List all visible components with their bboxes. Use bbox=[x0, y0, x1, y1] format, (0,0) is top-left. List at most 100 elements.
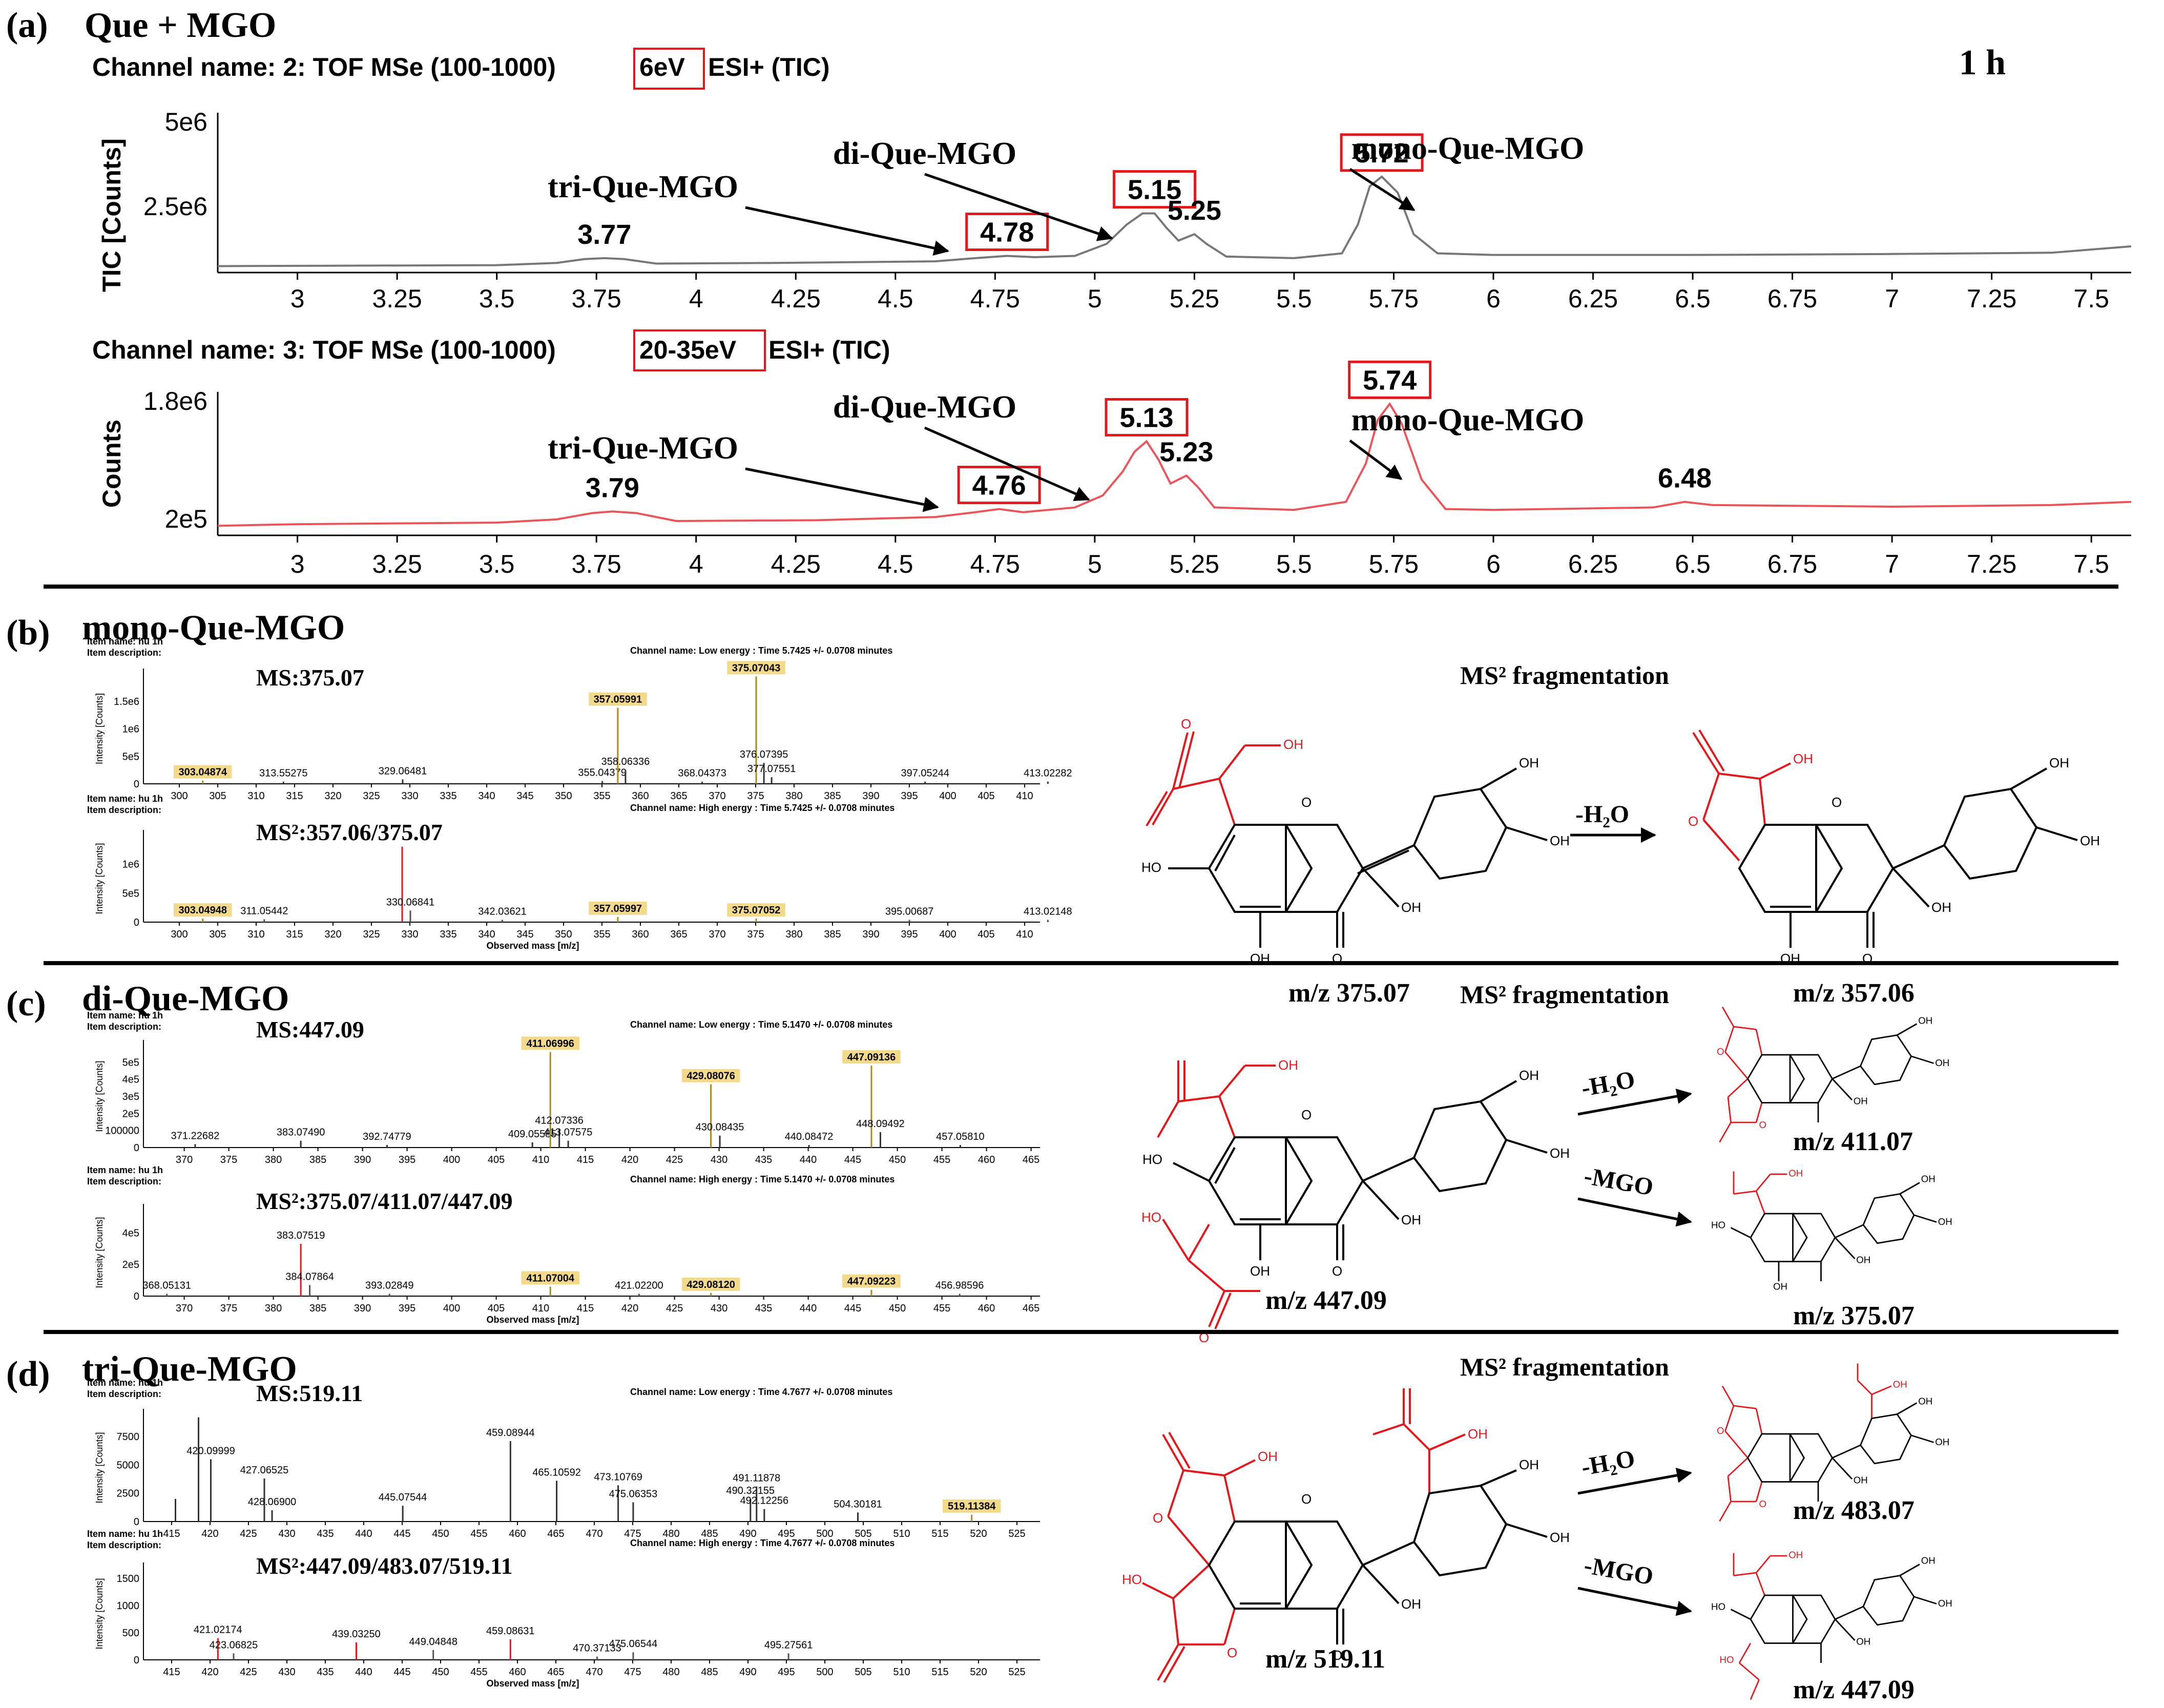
spectrum-xtick-label: 390 bbox=[354, 1303, 371, 1314]
spectrum-item-desc: Item description: bbox=[87, 1540, 161, 1550]
spectrum-xtick-label: 420 bbox=[621, 1303, 638, 1314]
spectrum-xtick-label: 440 bbox=[800, 1303, 817, 1314]
svg-text:OH: OH bbox=[2049, 755, 2069, 770]
svg-text:OH: OH bbox=[1938, 1216, 1952, 1227]
spectrum-ylabel: Intensity [Counts] bbox=[94, 1432, 105, 1503]
spectrum-ytick-label: 3e5 bbox=[122, 1091, 139, 1102]
spectrum-xtick-label: 485 bbox=[701, 1528, 718, 1539]
spectrum-xtick-label: 525 bbox=[1008, 1667, 1025, 1678]
spectrum-peak-label: 439.03250 bbox=[332, 1629, 381, 1640]
chrom1-annotation-arrow bbox=[924, 173, 1113, 241]
panel-c: (c) di-Que-MGO MS² fragmentation Item na… bbox=[6, 979, 1952, 1345]
svg-text:OH: OH bbox=[1856, 1636, 1870, 1647]
spectrum-peak-label: 303.04874 bbox=[178, 767, 227, 778]
spectrum-ytick-label: 2500 bbox=[117, 1488, 140, 1499]
spectrum-xtick-label: 395 bbox=[399, 1154, 415, 1165]
chrom2-xtick-label: 3.25 bbox=[372, 550, 422, 578]
chrom1-xtick-label: 7 bbox=[1885, 284, 1899, 313]
chrom2-ytick-1: 2e5 bbox=[165, 505, 207, 533]
spectrum-ytick-label: 5000 bbox=[117, 1460, 140, 1471]
svg-text:O: O bbox=[1688, 814, 1698, 829]
spectrum-peak-label: 449.04848 bbox=[409, 1636, 457, 1648]
chrom2-xtick-label: 6.25 bbox=[1568, 550, 1618, 578]
spectrum-xtick-label: 300 bbox=[171, 929, 188, 940]
spectrum-peak-label: 384.07864 bbox=[285, 1271, 334, 1282]
spectrum-xtick-label: 415 bbox=[163, 1667, 180, 1678]
spectrum-channel: Channel name: Low energy : Time 4.7677 +… bbox=[630, 1387, 892, 1397]
spectrum-item-name: Item name: hu 1h bbox=[87, 1378, 163, 1388]
chrom2-peak-box bbox=[957, 466, 1041, 505]
spectrum-peak-highlight bbox=[942, 1499, 1001, 1513]
spectrum-item-name: Item name: hu 1h bbox=[87, 636, 163, 647]
spectrum-xtick-label: 325 bbox=[363, 790, 380, 802]
chrom2-xtick-label: 4.25 bbox=[771, 550, 821, 578]
spectrum-xtick-label: 460 bbox=[509, 1667, 526, 1678]
spectrum-xtick-label: 380 bbox=[265, 1303, 282, 1314]
panel-d-letter: (d) bbox=[6, 1355, 50, 1394]
spectrum-peak-label: 447.09136 bbox=[847, 1052, 896, 1063]
spectrum-ylabel: Intensity [Counts] bbox=[94, 843, 105, 914]
spectrum-xtick-label: 515 bbox=[931, 1667, 948, 1678]
spectrum-peak-label: 448.09492 bbox=[856, 1118, 905, 1130]
spectrum-peak-label: 430.08435 bbox=[696, 1122, 744, 1133]
chrom1-xtick-label: 4.5 bbox=[878, 284, 913, 313]
spectrum-item-name: Item name: hu 1h bbox=[87, 1010, 163, 1020]
spectrum-xtick-label: 355 bbox=[593, 929, 610, 940]
spectrum-xtick-label: 415 bbox=[577, 1303, 594, 1314]
spectrum-xtick-label: 390 bbox=[862, 929, 879, 940]
spectrum-peak-label: 393.02849 bbox=[365, 1280, 414, 1291]
spectrum-xtick-label: 330 bbox=[401, 929, 418, 940]
chrom1-xtick-label: 5.5 bbox=[1276, 284, 1312, 313]
spectrum-title: MS:375.07 bbox=[256, 664, 364, 691]
svg-text:OH: OH bbox=[1854, 1474, 1868, 1485]
svg-text:OH: OH bbox=[1921, 1173, 1936, 1184]
structure-tri-product1: O O OH OH OH OH bbox=[1717, 1363, 1949, 1522]
mono-arrow-label: -H₂O bbox=[1575, 801, 1629, 828]
spectrum-ytick-label: 5e5 bbox=[122, 1057, 139, 1068]
spectrum-xtick-label: 440 bbox=[800, 1154, 817, 1165]
spectrum-ytick-label: 1.5e6 bbox=[114, 696, 139, 707]
spectrum-xtick-label: 470 bbox=[586, 1528, 602, 1539]
spectrum-xtick-label: 425 bbox=[240, 1528, 257, 1539]
spectrum-peak-label: 375.07043 bbox=[732, 662, 781, 674]
chrom2-annotation: di-Que-MGO bbox=[833, 390, 1016, 425]
spectrum-item-desc: Item description: bbox=[87, 1176, 161, 1186]
spectrum-peak-label: 465.10592 bbox=[532, 1467, 581, 1478]
spectrum-item-desc: Item description: bbox=[87, 805, 161, 815]
chrom1-peak-box bbox=[1340, 133, 1424, 172]
channel1-prefix: Channel name: 2: TOF MSe (100-1000) bbox=[92, 53, 556, 81]
spectrum-xtick-label: 510 bbox=[893, 1667, 910, 1678]
spectrum-xtick-label: 495 bbox=[778, 1528, 795, 1539]
spectrum-ytick-label: 0 bbox=[134, 1516, 139, 1528]
chrom2-xtick-label: 3.75 bbox=[572, 550, 621, 578]
chrom1-xtick-label: 6 bbox=[1486, 284, 1501, 313]
spectrum-xlabel: Observed mass [m/z] bbox=[486, 1315, 579, 1325]
chrom2-annotation: mono-Que-MGO bbox=[1351, 403, 1585, 438]
spectrum-peak-label: 423.06825 bbox=[210, 1639, 258, 1651]
spectrum-item-name: Item name: hu 1h bbox=[87, 794, 163, 804]
spectrum-ytick-label: 0 bbox=[134, 1655, 139, 1666]
spectrum-peak-highlight bbox=[521, 1271, 579, 1285]
svg-text:OH: OH bbox=[1519, 1068, 1539, 1083]
spectrum-item-desc: Item description: bbox=[87, 1022, 161, 1032]
svg-text:OH: OH bbox=[1519, 1457, 1539, 1472]
time-label: 1 h bbox=[1959, 43, 2006, 82]
spectrum-peak-label: 412.07336 bbox=[535, 1115, 584, 1126]
spectrum-peak-label: 459.08944 bbox=[486, 1427, 535, 1439]
chrom2-xtick-label: 6 bbox=[1486, 550, 1501, 578]
spectrum-peak-label: 397.05244 bbox=[901, 768, 950, 779]
spectrum-peak-label: 475.06353 bbox=[609, 1488, 658, 1499]
spectrum-xtick-label: 465 bbox=[547, 1667, 564, 1678]
spectrum-peak-label: 440.08472 bbox=[785, 1131, 834, 1142]
spectrum-xtick-label: 430 bbox=[278, 1528, 295, 1539]
chrom2-peak-box bbox=[1348, 360, 1432, 399]
spectrum-peak-highlight bbox=[521, 1036, 579, 1050]
spectrum-xtick-label: 470 bbox=[586, 1667, 602, 1678]
spectrum-peak-label: 411.06996 bbox=[526, 1038, 574, 1049]
spectrum-xtick-label: 455 bbox=[933, 1303, 950, 1314]
spectrum-xtick-label: 300 bbox=[171, 790, 188, 802]
spectrum-peak-label: 429.08076 bbox=[686, 1071, 735, 1082]
spectrum-xtick-label: 435 bbox=[755, 1303, 772, 1314]
chrom1-annotation: di-Que-MGO bbox=[833, 136, 1016, 171]
